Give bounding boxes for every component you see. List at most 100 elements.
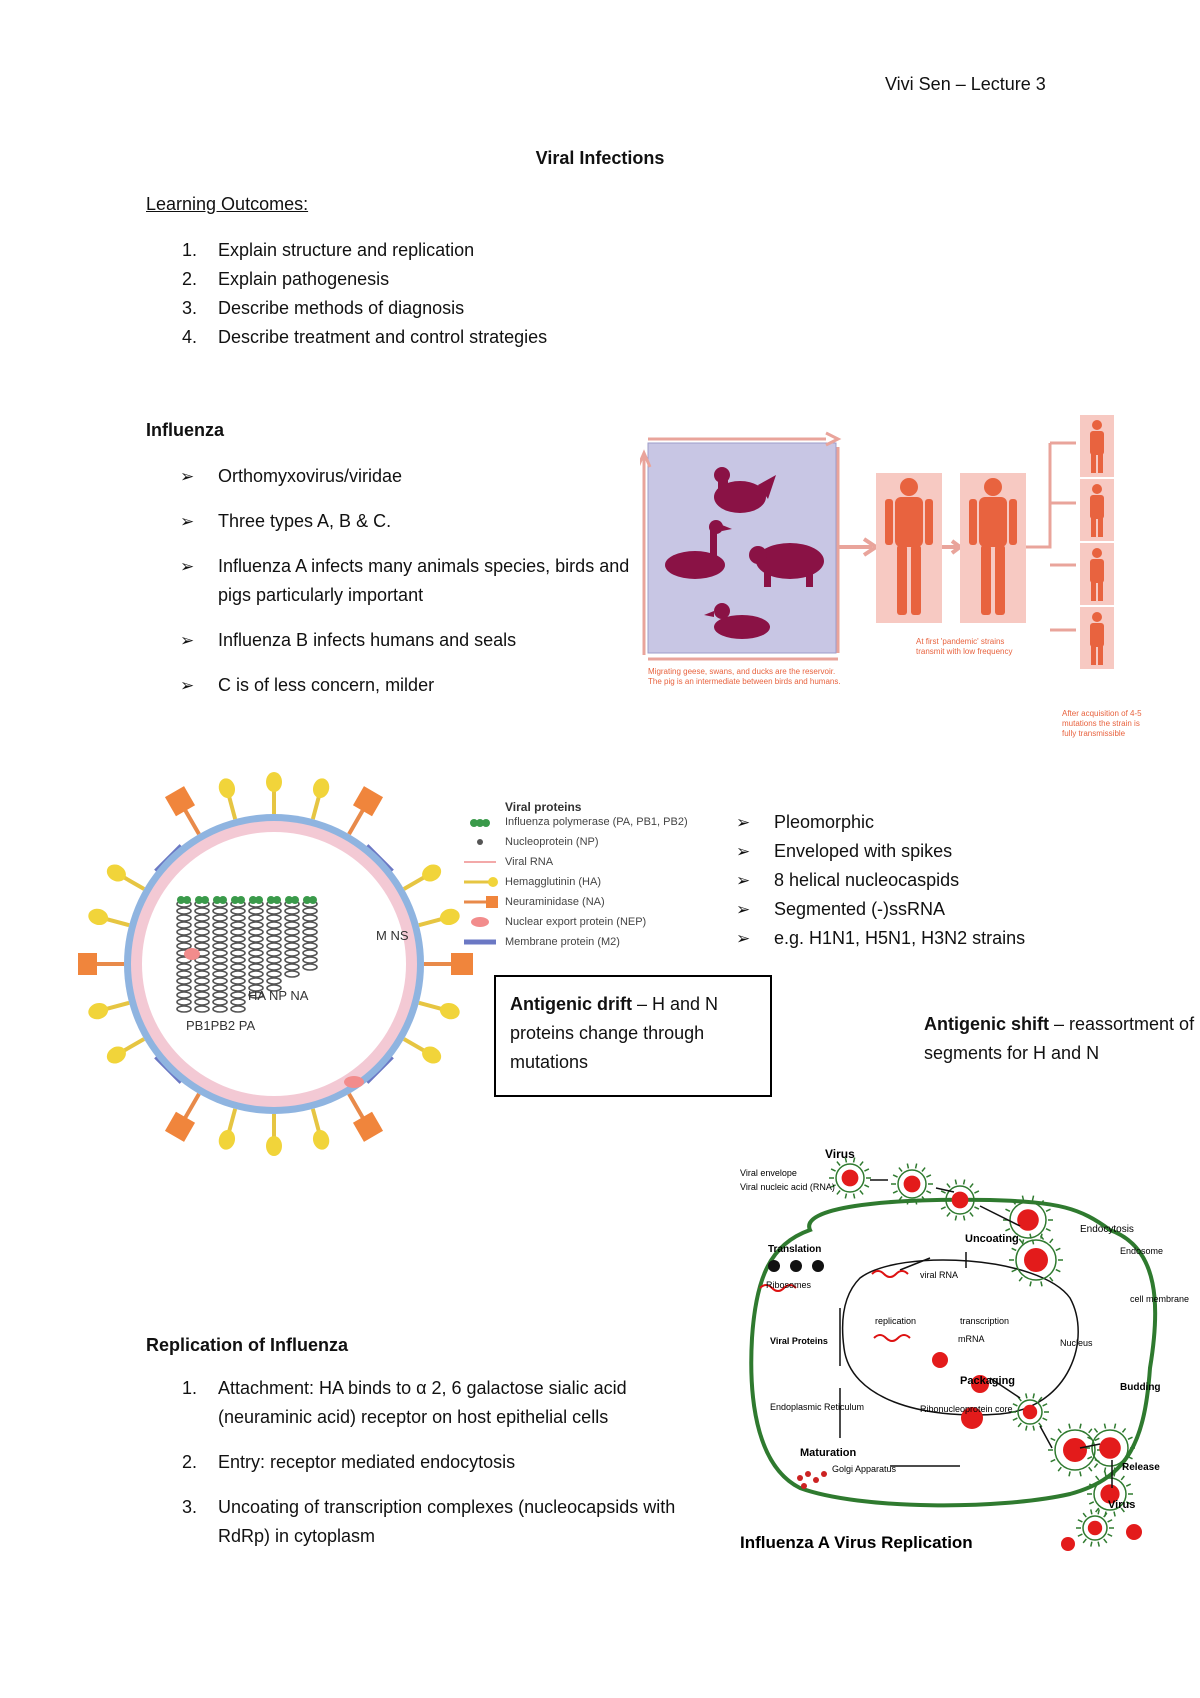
arrow-bullet-icon: ➢ [736, 900, 751, 919]
virus-properties-list: ➢Pleomorphic ➢Enveloped with spikes ➢8 h… [736, 808, 1025, 953]
hemagglutinin-icon [121, 874, 146, 891]
arrow-icon [838, 537, 880, 557]
segment-label-pb: PB1PB2 PA [186, 1018, 255, 1033]
antigenic-shift-term: Antigenic shift [924, 1014, 1049, 1034]
nep-icon [344, 1076, 364, 1088]
learning-outcomes-list: 1.Explain structure and replication 2.Ex… [182, 236, 548, 352]
label-maturation: Maturation [800, 1447, 857, 1459]
arrow-bullet-icon: ➢ [736, 813, 751, 832]
arrow-bullet-icon: ➢ [736, 871, 751, 890]
label-uncoating: Uncoating [965, 1233, 1019, 1245]
legend-item: Hemagglutinin (HA) [505, 876, 601, 888]
segment-label-m-ns: M NS [376, 928, 409, 943]
hemagglutinin-icon [464, 877, 498, 887]
neuraminidase-icon [182, 1092, 201, 1121]
label-viral-nucleic-acid: Viral nucleic acid (RNA) [740, 1182, 835, 1192]
influenza-bullet-list: ➢Orthomyxovirus/viridae ➢Three types A, … [180, 462, 638, 716]
legend-item: Viral RNA [505, 856, 554, 868]
label-replication: replication [875, 1316, 916, 1326]
virion-icon [1087, 1471, 1133, 1517]
hemagglutinin-icon [266, 772, 282, 792]
label-er: Endoplasmic Reticulum [770, 1402, 864, 1412]
replication-heading: Replication of Influenza [146, 1335, 349, 1355]
legend-item: Membrane protein (M2) [505, 936, 620, 948]
hemagglutinin-icon [104, 1000, 130, 1012]
virion-icon [1061, 1537, 1075, 1551]
list-item: 2.Entry: receptor mediated endocytosis [182, 1452, 516, 1472]
virion-icon [1048, 1423, 1102, 1477]
influenza-virion-figure: M NS HA NP NA PB1PB2 PA [78, 772, 473, 1156]
segment-label-ha-np-na: HA NP NA [248, 988, 309, 1003]
antigenic-shift: Antigenic shift – reassortment of segmen… [924, 1010, 1200, 1068]
nucleocapsid-segment [230, 896, 246, 1013]
header-author-lecture: Vivi Sen – Lecture 3 [885, 74, 1046, 94]
virion-icon [961, 1407, 983, 1429]
learning-outcomes-heading: Learning Outcomes: [146, 194, 309, 214]
hemagglutinin-icon [106, 1046, 126, 1064]
list-item: 3.Describe methods of diagnosis [182, 298, 465, 318]
virion-icon [1085, 1423, 1135, 1473]
neuraminidase-icon [182, 807, 201, 836]
hemagglutinin-icon [106, 864, 126, 882]
rna-strands [759, 1270, 911, 1342]
virion-icon [1011, 1393, 1049, 1431]
virion-icon [1003, 1195, 1053, 1245]
hemagglutinin-icon [439, 908, 460, 926]
legend-item: Neuraminidase (NA) [505, 896, 605, 908]
antigenic-shift-text: – reassortment of segments for H and N [924, 1014, 1195, 1063]
label-rnp-core: Ribonucleoprotein core [920, 1404, 1013, 1414]
list-item: 4.Describe treatment and control strateg… [182, 327, 548, 347]
nucleocapsid-segment [284, 896, 300, 978]
label-nucleus: Nucleus [1060, 1338, 1093, 1348]
chicken-icon [714, 467, 776, 513]
antigenic-drift-box: Antigenic drift – H and N proteins chang… [494, 975, 772, 1097]
antigenic-drift-term: Antigenic drift [510, 994, 632, 1014]
neuraminidase-icon [451, 953, 473, 975]
nucleocapsid-segment [212, 896, 228, 1013]
human-icon [969, 478, 1017, 615]
hemagglutinin-icon [88, 1002, 109, 1020]
virion-icon [939, 1179, 981, 1221]
virion-icon [1076, 1509, 1114, 1547]
hemagglutinin-icon [439, 1002, 460, 1020]
hemagglutinin-icon [310, 1108, 322, 1134]
label-viral-proteins: Viral Proteins [770, 1336, 828, 1346]
label-golgi: Golgi Apparatus [832, 1464, 897, 1474]
arrow-bullet-icon: ➢ [180, 512, 195, 531]
virion-icon [1009, 1233, 1063, 1287]
neuraminidase-icon [352, 1111, 384, 1142]
list-item: ➢Influenza B infects humans and seals [180, 626, 638, 655]
nucleocapsid-segments [176, 896, 318, 1013]
neuraminidase-icon [78, 953, 97, 975]
transmission-figure: Migrating geese, swans, and ducks are th… [640, 415, 1142, 738]
hemagglutinin-icon [310, 794, 322, 820]
label-endocytosis: Endocytosis [1080, 1224, 1134, 1235]
cell-membrane [749, 1197, 1158, 1508]
branch-arrows [1026, 441, 1076, 632]
hemagglutinin-icon [418, 916, 444, 928]
antigenic-drift-text: – H and N proteins change through mutati… [510, 994, 719, 1072]
label-virus-bottom: Virus [1108, 1499, 1135, 1511]
hemagglutinin-icon [218, 778, 236, 799]
list-item: 1.Attachment: HA binds to α 2, 6 galacto… [182, 1378, 627, 1427]
virion-particles [829, 1157, 1142, 1551]
replication-steps-list: 1.Attachment: HA binds to α 2, 6 galacto… [182, 1374, 698, 1567]
label-ribosomes: Ribosomes [766, 1280, 812, 1290]
duck-icon [704, 603, 770, 639]
viral-proteins-legend: Viral proteins Influenza polymerase (PA,… [464, 800, 688, 948]
virion-icon [971, 1375, 989, 1393]
list-item: 2.Explain pathogenesis [182, 269, 390, 289]
flow-arrows [839, 1179, 1113, 1488]
neuraminidase-icon [352, 786, 384, 817]
hemagglutinin-icon [121, 1037, 146, 1054]
first-strain-caption: At first 'pandemic' strains transmit wit… [916, 637, 1013, 656]
arrow-icon [648, 431, 842, 447]
hemagglutinin-icon [266, 1136, 282, 1156]
arrow-icon [640, 449, 652, 655]
hemagglutinin-icon [226, 794, 238, 820]
neuraminidase-icon [164, 1111, 196, 1142]
label-viral-rna: viral RNA [920, 1270, 958, 1280]
legend-item: Influenza polymerase (PA, PB1, PB2) [505, 816, 688, 828]
ribosome-icons [768, 1260, 824, 1272]
nucleocapsid-segment [266, 896, 282, 992]
